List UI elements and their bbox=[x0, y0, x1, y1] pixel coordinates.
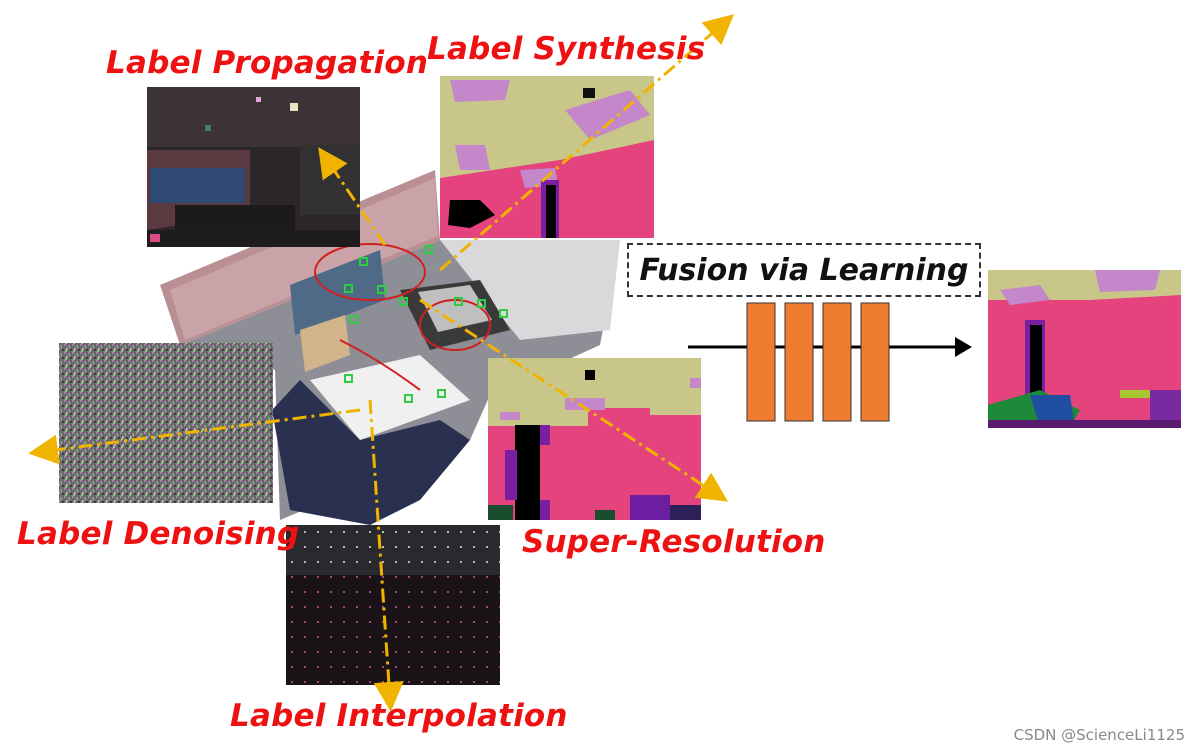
label-denoising: Label Denoising bbox=[17, 516, 300, 552]
fusion-label: Fusion via Learning bbox=[627, 243, 981, 297]
label-interpolation: Label Interpolation bbox=[230, 698, 568, 734]
label-super-resolution: Super-Resolution bbox=[522, 524, 826, 560]
room-render bbox=[160, 170, 620, 525]
network-block bbox=[688, 302, 972, 422]
watermark: CSDN @ScienceLi1125 bbox=[1013, 726, 1185, 744]
task-arrows bbox=[28, 14, 735, 712]
label-propagation: Label Propagation bbox=[106, 45, 429, 81]
denoising-panel bbox=[59, 343, 273, 503]
fusion-text: Fusion via Learning bbox=[639, 252, 969, 288]
synthesis-panel bbox=[440, 76, 654, 238]
label-synthesis: Label Synthesis bbox=[427, 31, 706, 67]
super-resolution-panel bbox=[488, 358, 701, 520]
interpolation-panel bbox=[286, 525, 500, 685]
propagation-panel bbox=[147, 87, 360, 247]
fused-result-panel bbox=[988, 270, 1181, 428]
